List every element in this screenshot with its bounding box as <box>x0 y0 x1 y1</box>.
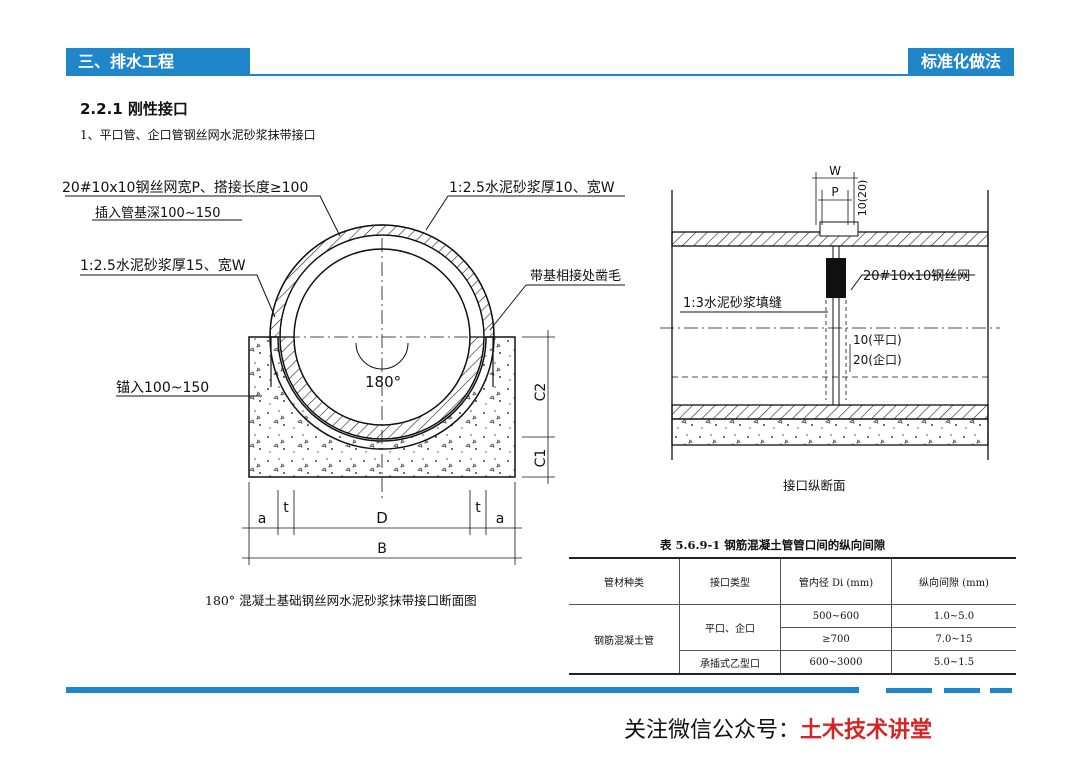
table-header-cell: 纵向间隙 (mm) <box>891 557 1016 605</box>
table-cell-gap: 7.0~15 <box>891 627 1016 651</box>
table-row: ≥700 7.0~15 <box>569 627 1016 651</box>
dim-c1: C1 <box>533 449 549 468</box>
label-mortar-top: 1:2.5水泥砂浆厚10、宽W <box>449 179 615 196</box>
table-cell-joint: 承插式乙型口 <box>679 650 781 675</box>
label-angle: 180° <box>365 373 401 391</box>
footer-dash <box>990 688 1012 693</box>
dim-b: B <box>377 541 387 557</box>
section-header-title: 三、排水工程 <box>66 48 250 76</box>
label-insert: 插入管基深100~150 <box>95 206 221 221</box>
label-fill: 1:3水泥砂浆填缝 <box>683 296 782 311</box>
section-title: 2.2.1 刚性接口 <box>80 100 188 118</box>
dim-10-20: 10(20) <box>856 180 869 217</box>
left-cross-section <box>65 195 625 565</box>
table-cell-material: 钢筋混凝土管 <box>569 604 680 675</box>
footer-follow-text: 关注微信公众号：土木技术讲堂 <box>624 712 932 744</box>
table-cell-gap: 1.0~5.0 <box>891 604 1016 628</box>
label-base-rough: 带基相接处凿毛 <box>530 268 621 284</box>
label-tongue: 20(企口) <box>853 352 902 367</box>
footer-dash <box>886 688 932 693</box>
dim-t-right: t <box>475 500 481 516</box>
table-cell-gap: 5.0~1.5 <box>891 650 1016 675</box>
table-title: 表 5.6.9-1 钢筋混凝土管管口间的纵向间隙 <box>660 538 886 552</box>
right-drawing-labels: W P 10(20) 20#10x10钢丝网 1:3水泥砂浆填缝 10(平口) … <box>683 164 970 367</box>
gap-table: 管材种类 接口类型 管内径 Di (mm) 纵向间隙 (mm) 钢筋混凝土管 平… <box>569 557 1016 675</box>
right-longitudinal-section <box>660 172 1000 460</box>
section-subtitle: 1、平口管、企口管钢丝网水泥砂浆抹带接口 <box>80 128 316 142</box>
label-mesh: 20#10x10钢丝网宽P、搭接长度≥100 <box>62 179 308 196</box>
concrete-base <box>248 336 516 478</box>
label-anchor: 锚入100~150 <box>116 380 209 396</box>
dim-a-left: a <box>258 511 267 527</box>
dim-d: D <box>376 509 388 527</box>
left-drawing-labels: 20#10x10钢丝网宽P、搭接长度≥100 插入管基深100~150 1:2.… <box>62 179 621 557</box>
table-cell-diameter: ≥700 <box>780 627 892 651</box>
table-header-cell: 接口类型 <box>679 557 781 605</box>
label-mortar-side: 1:2.5水泥砂浆厚15、宽W <box>80 257 246 274</box>
dim-p: P <box>831 185 838 199</box>
footer-brand: 土木技术讲堂 <box>800 717 933 743</box>
label-mesh-right: 20#10x10钢丝网 <box>863 269 970 284</box>
table-header-cell: 管内径 Di (mm) <box>780 557 892 605</box>
dim-a-right: a <box>496 511 505 527</box>
table-cell-diameter: 500~600 <box>780 604 892 628</box>
header-tag: 标准化做法 <box>908 48 1014 76</box>
table-row: 承插式乙型口 600~3000 5.0~1.5 <box>569 650 1016 675</box>
footer-prefix: 关注微信公众号： <box>624 718 801 743</box>
table-header-cell: 管材种类 <box>569 557 680 605</box>
label-flat: 10(平口) <box>853 333 902 347</box>
table-row: 钢筋混凝土管 平口、企口 500~600 1.0~5.0 <box>569 604 1016 675</box>
table-cell-diameter: 600~3000 <box>780 650 892 675</box>
table-cell-joint: 平口、企口 <box>679 604 781 651</box>
left-drawing-caption: 180° 混凝土基础钢丝网水泥砂浆抹带接口断面图 <box>205 593 477 608</box>
dim-c2: C2 <box>533 383 549 402</box>
footer-divider <box>66 687 859 693</box>
right-drawing-caption: 接口纵断面 <box>783 478 846 493</box>
dim-w: W <box>829 164 841 178</box>
footer-dash <box>944 688 980 693</box>
dim-t-left: t <box>283 500 289 516</box>
table-header-row: 管材种类 接口类型 管内径 Di (mm) 纵向间隙 (mm) <box>569 557 1016 605</box>
header-divider <box>250 74 908 76</box>
